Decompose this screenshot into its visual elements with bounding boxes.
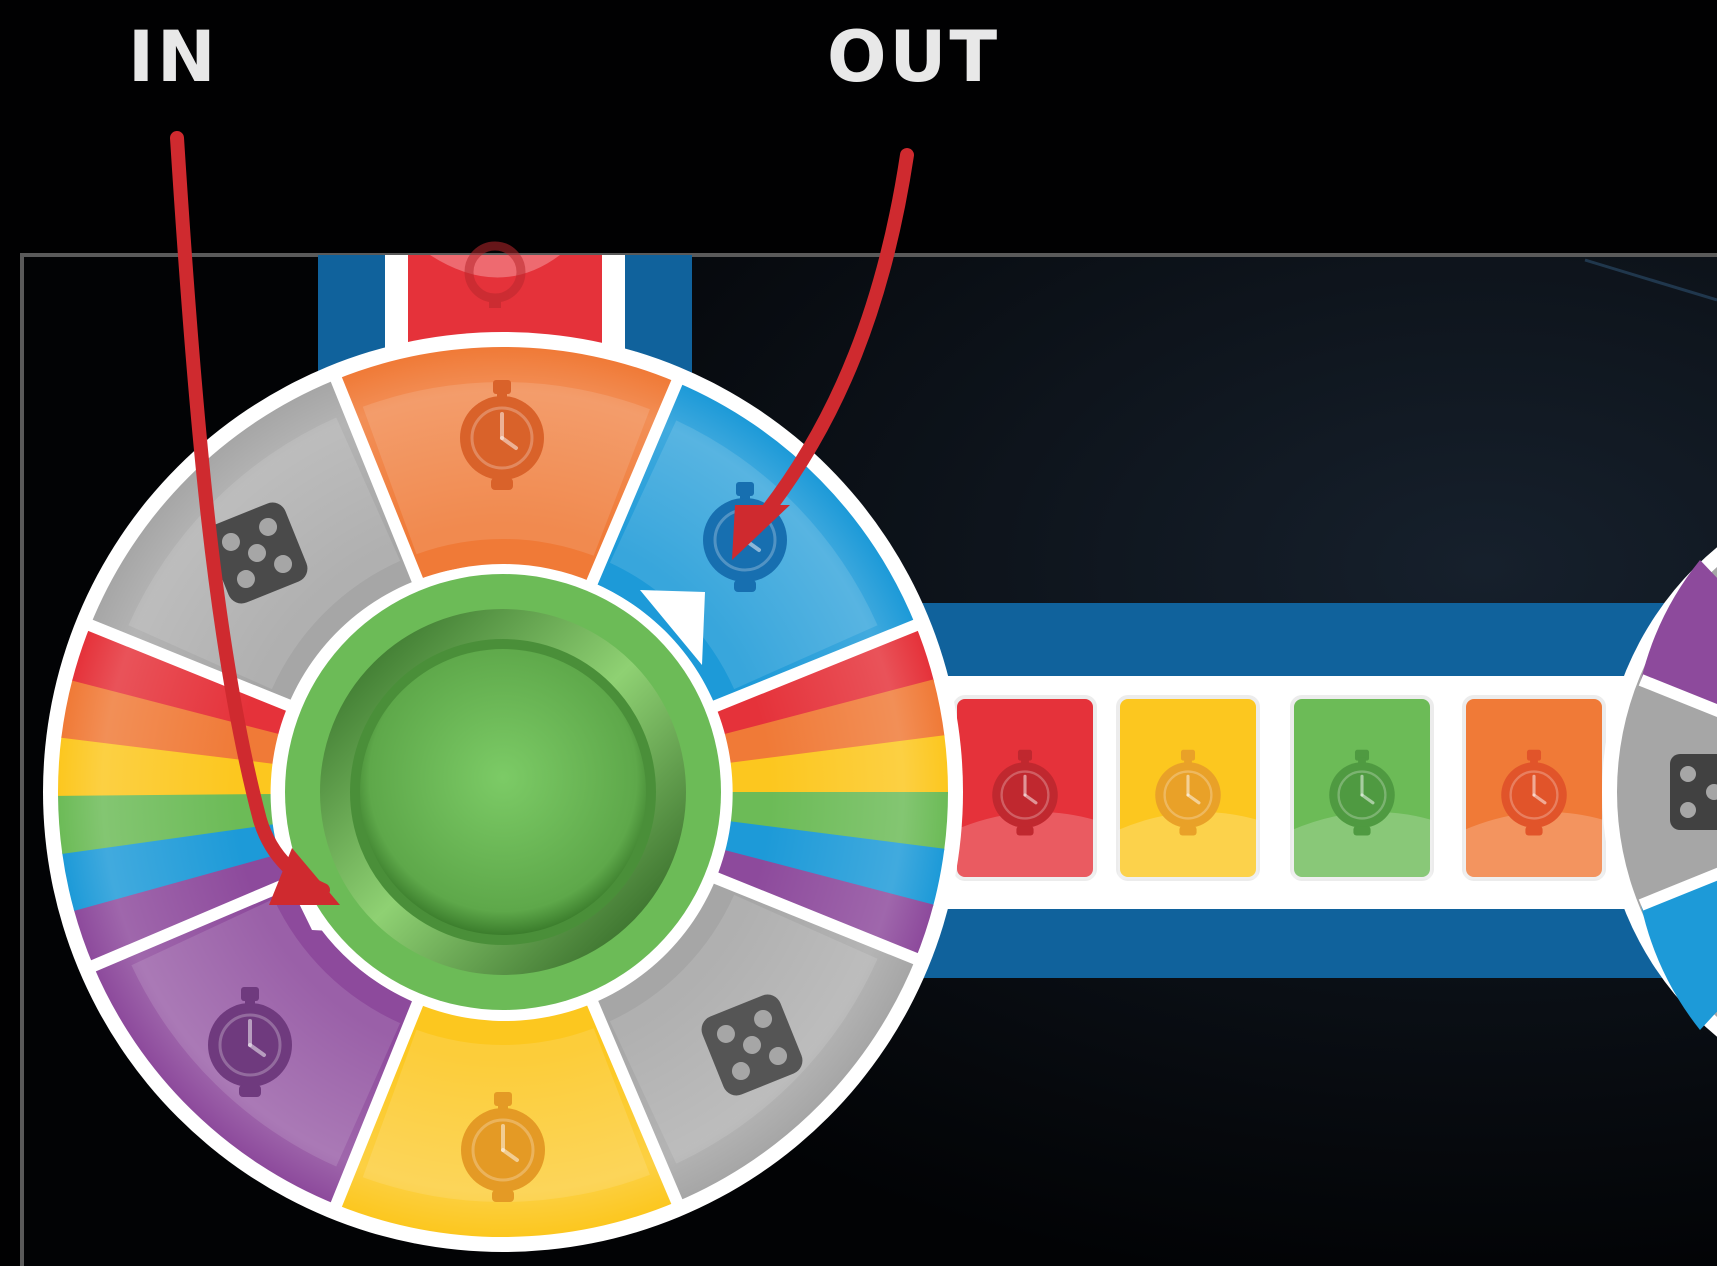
- track-tile-orange[interactable]: [1464, 697, 1604, 879]
- track-tile-green[interactable]: [1292, 697, 1432, 879]
- out-label: OUT: [827, 22, 1000, 92]
- track-tile-red[interactable]: [955, 697, 1095, 879]
- in-label: IN: [128, 22, 219, 92]
- track-tile-yellow[interactable]: [1118, 697, 1258, 879]
- dice-icon: [1670, 754, 1717, 830]
- hub-center-disc[interactable]: [360, 649, 646, 935]
